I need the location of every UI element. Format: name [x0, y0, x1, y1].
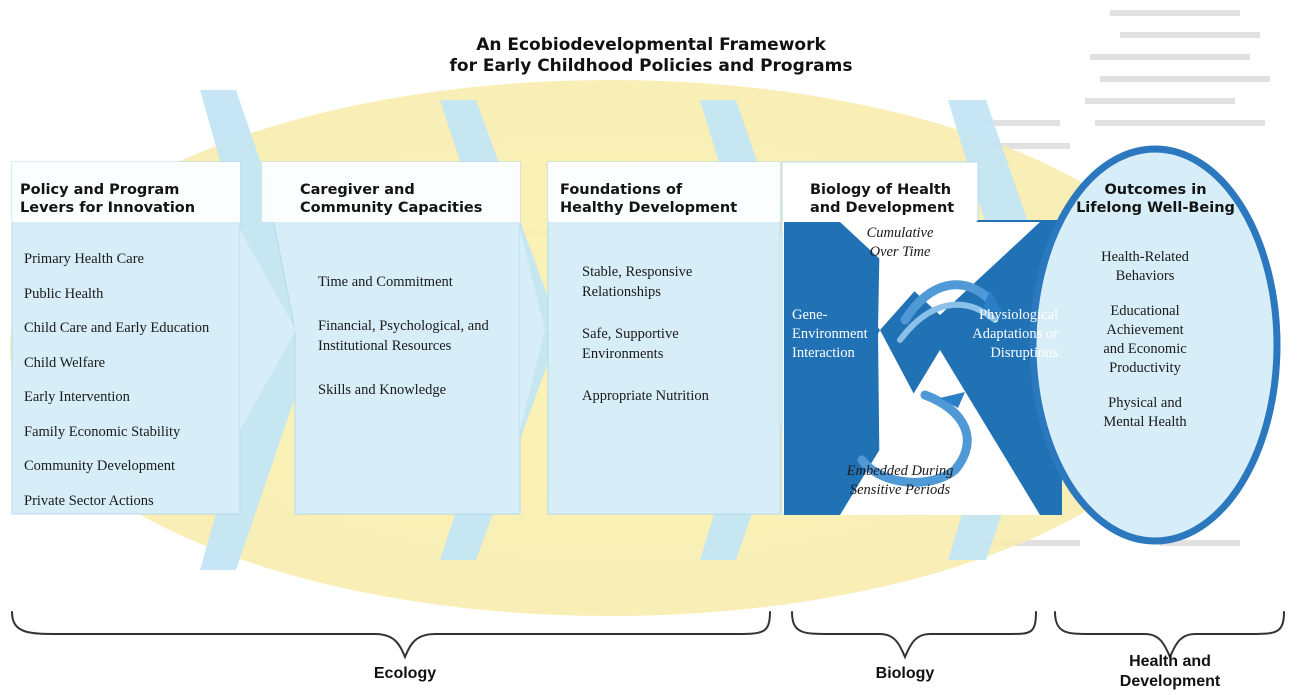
header-foundations-bg — [548, 162, 780, 222]
header-policy-bg — [12, 162, 240, 222]
list-item: Primary Health Care — [24, 251, 144, 267]
biology-bottom-label-line-1: Embedded During — [846, 463, 954, 479]
foundations-list: Stable, Responsive Relationships Safe, S… — [582, 262, 732, 406]
biology-top-label-line-2: Over Time — [869, 244, 931, 260]
outcome-line: Productivity — [1109, 360, 1181, 376]
list-item: Safe, Supportive Environments — [582, 326, 679, 362]
biology-left-label: Gene- Environment Interaction — [792, 306, 868, 363]
list-item: Appropriate Nutrition — [582, 388, 709, 404]
list-item: Early Intervention — [24, 389, 130, 405]
biology-right-label-line-2: Adaptations or — [972, 326, 1058, 342]
header-caregiver-bg — [262, 162, 520, 222]
swirl-arrow-2 — [897, 301, 998, 343]
biology-right-label-line-3: Disruptions — [990, 345, 1058, 361]
outcome-line: Achievement — [1106, 322, 1184, 338]
diagram-title: An Ecobiodevelopmental Framework for Ear… — [351, 35, 951, 77]
outcomes-heading: Outcomes in Lifelong Well-Being — [1068, 181, 1243, 217]
biology-heading-line-2: and Development — [810, 200, 955, 216]
biology-left-label-line-2: Environment — [792, 326, 868, 342]
title-line-1: An Ecobiodevelopmental Framework — [476, 35, 826, 55]
foundations-heading: Foundations of Healthy Development — [560, 181, 737, 217]
list-item: Physical and Mental Health — [1075, 394, 1215, 432]
brace-health — [1054, 611, 1285, 660]
outcomes-circle — [1029, 145, 1281, 545]
list-item: Time and Commitment — [318, 274, 453, 290]
biology-top-label-line-1: Cumulative — [866, 225, 934, 241]
swirl-arrow-1 — [900, 280, 995, 325]
outcome-line: Health-Related — [1101, 249, 1189, 265]
list-item: Skills and Knowledge — [318, 382, 447, 398]
list-item: Family Economic Stability — [24, 423, 181, 440]
biology-heading-line-1: Biology of Health — [810, 182, 952, 198]
biology-bowtie-left-wing — [784, 222, 880, 515]
list-item: Child Care and Early Education — [24, 320, 210, 336]
biology-right-label-line-1: Physiological — [979, 307, 1058, 323]
list-item: Community Development — [24, 458, 176, 474]
biology-bottom-cutout — [840, 350, 1040, 515]
list-item: Health-Related Behaviors — [1075, 248, 1215, 286]
biology-heading: Biology of Health and Development — [810, 181, 954, 217]
label-health-line-2: Development — [1119, 673, 1221, 690]
list-item: Public Health — [24, 285, 104, 302]
label-health-line-1: Health and — [1129, 653, 1211, 670]
outcome-line: Behaviors — [1115, 268, 1175, 284]
outcomes-heading-line-2: Lifelong Well-Being — [1076, 200, 1235, 216]
caregiver-heading-line-2: Community Capacities — [300, 200, 483, 216]
biology-left-label-line-3: Interaction — [792, 345, 855, 361]
outcome-line: Educational — [1110, 303, 1180, 319]
policy-heading: Policy and Program Levers for Innovation — [20, 181, 195, 217]
foundations-heading-line-2: Healthy Development — [560, 200, 738, 216]
foundations-heading-line-1: Foundations of — [560, 182, 683, 198]
biology-left-label-line-1: Gene- — [792, 307, 828, 323]
list-item: Financial, Psychological, and Institutio… — [318, 318, 489, 354]
label-health-development: Health and Development — [1100, 652, 1240, 692]
biology-bottom-label-line-2: Sensitive Periods — [849, 482, 951, 498]
outcome-line: Mental Health — [1103, 414, 1187, 430]
list-item: Child Welfare — [24, 354, 106, 371]
biology-bottom-label: Embedded During Sensitive Periods — [830, 462, 970, 500]
biology-top-label: Cumulative Over Time — [855, 224, 945, 262]
policy-heading-line-2: Levers for Innovation — [20, 200, 196, 216]
panel-caregiver-tip — [520, 230, 545, 430]
title-line-2: for Early Childhood Policies and Program… — [449, 56, 853, 76]
caregiver-heading: Caregiver and Community Capacities — [300, 181, 482, 217]
outcomes-list: Health-Related Behaviors Educational Ach… — [1075, 248, 1215, 448]
policy-heading-line-1: Policy and Program — [20, 182, 180, 198]
biology-top-cutout — [840, 222, 1040, 315]
list-item: Stable, Responsive Relationships — [582, 264, 693, 300]
outcome-line: Physical and — [1108, 395, 1182, 411]
outcome-line: and Economic — [1103, 341, 1187, 357]
swirl-arrowhead-1 — [982, 290, 1002, 312]
caregiver-heading-line-1: Caregiver and — [300, 182, 415, 198]
swirl-arrow-3 — [857, 390, 972, 487]
label-ecology: Ecology — [373, 665, 437, 682]
policy-list: Primary Health Care Public Health Child … — [24, 242, 209, 518]
brace-biology — [791, 611, 1037, 660]
list-item: Private Sector Actions — [24, 492, 154, 509]
brace-ecology — [11, 611, 771, 660]
biology-right-label: Physiological Adaptations or Disruptions — [930, 306, 1058, 363]
label-biology: Biology — [875, 665, 935, 682]
panel-policy-tip — [240, 230, 296, 430]
caregiver-list: Time and Commitment Financial, Psycholog… — [318, 272, 523, 400]
swirl-arrowhead-2 — [940, 392, 965, 408]
outcomes-heading-line-1: Outcomes in — [1104, 182, 1207, 198]
list-item: Educational Achievement and Economic Pro… — [1075, 302, 1215, 378]
